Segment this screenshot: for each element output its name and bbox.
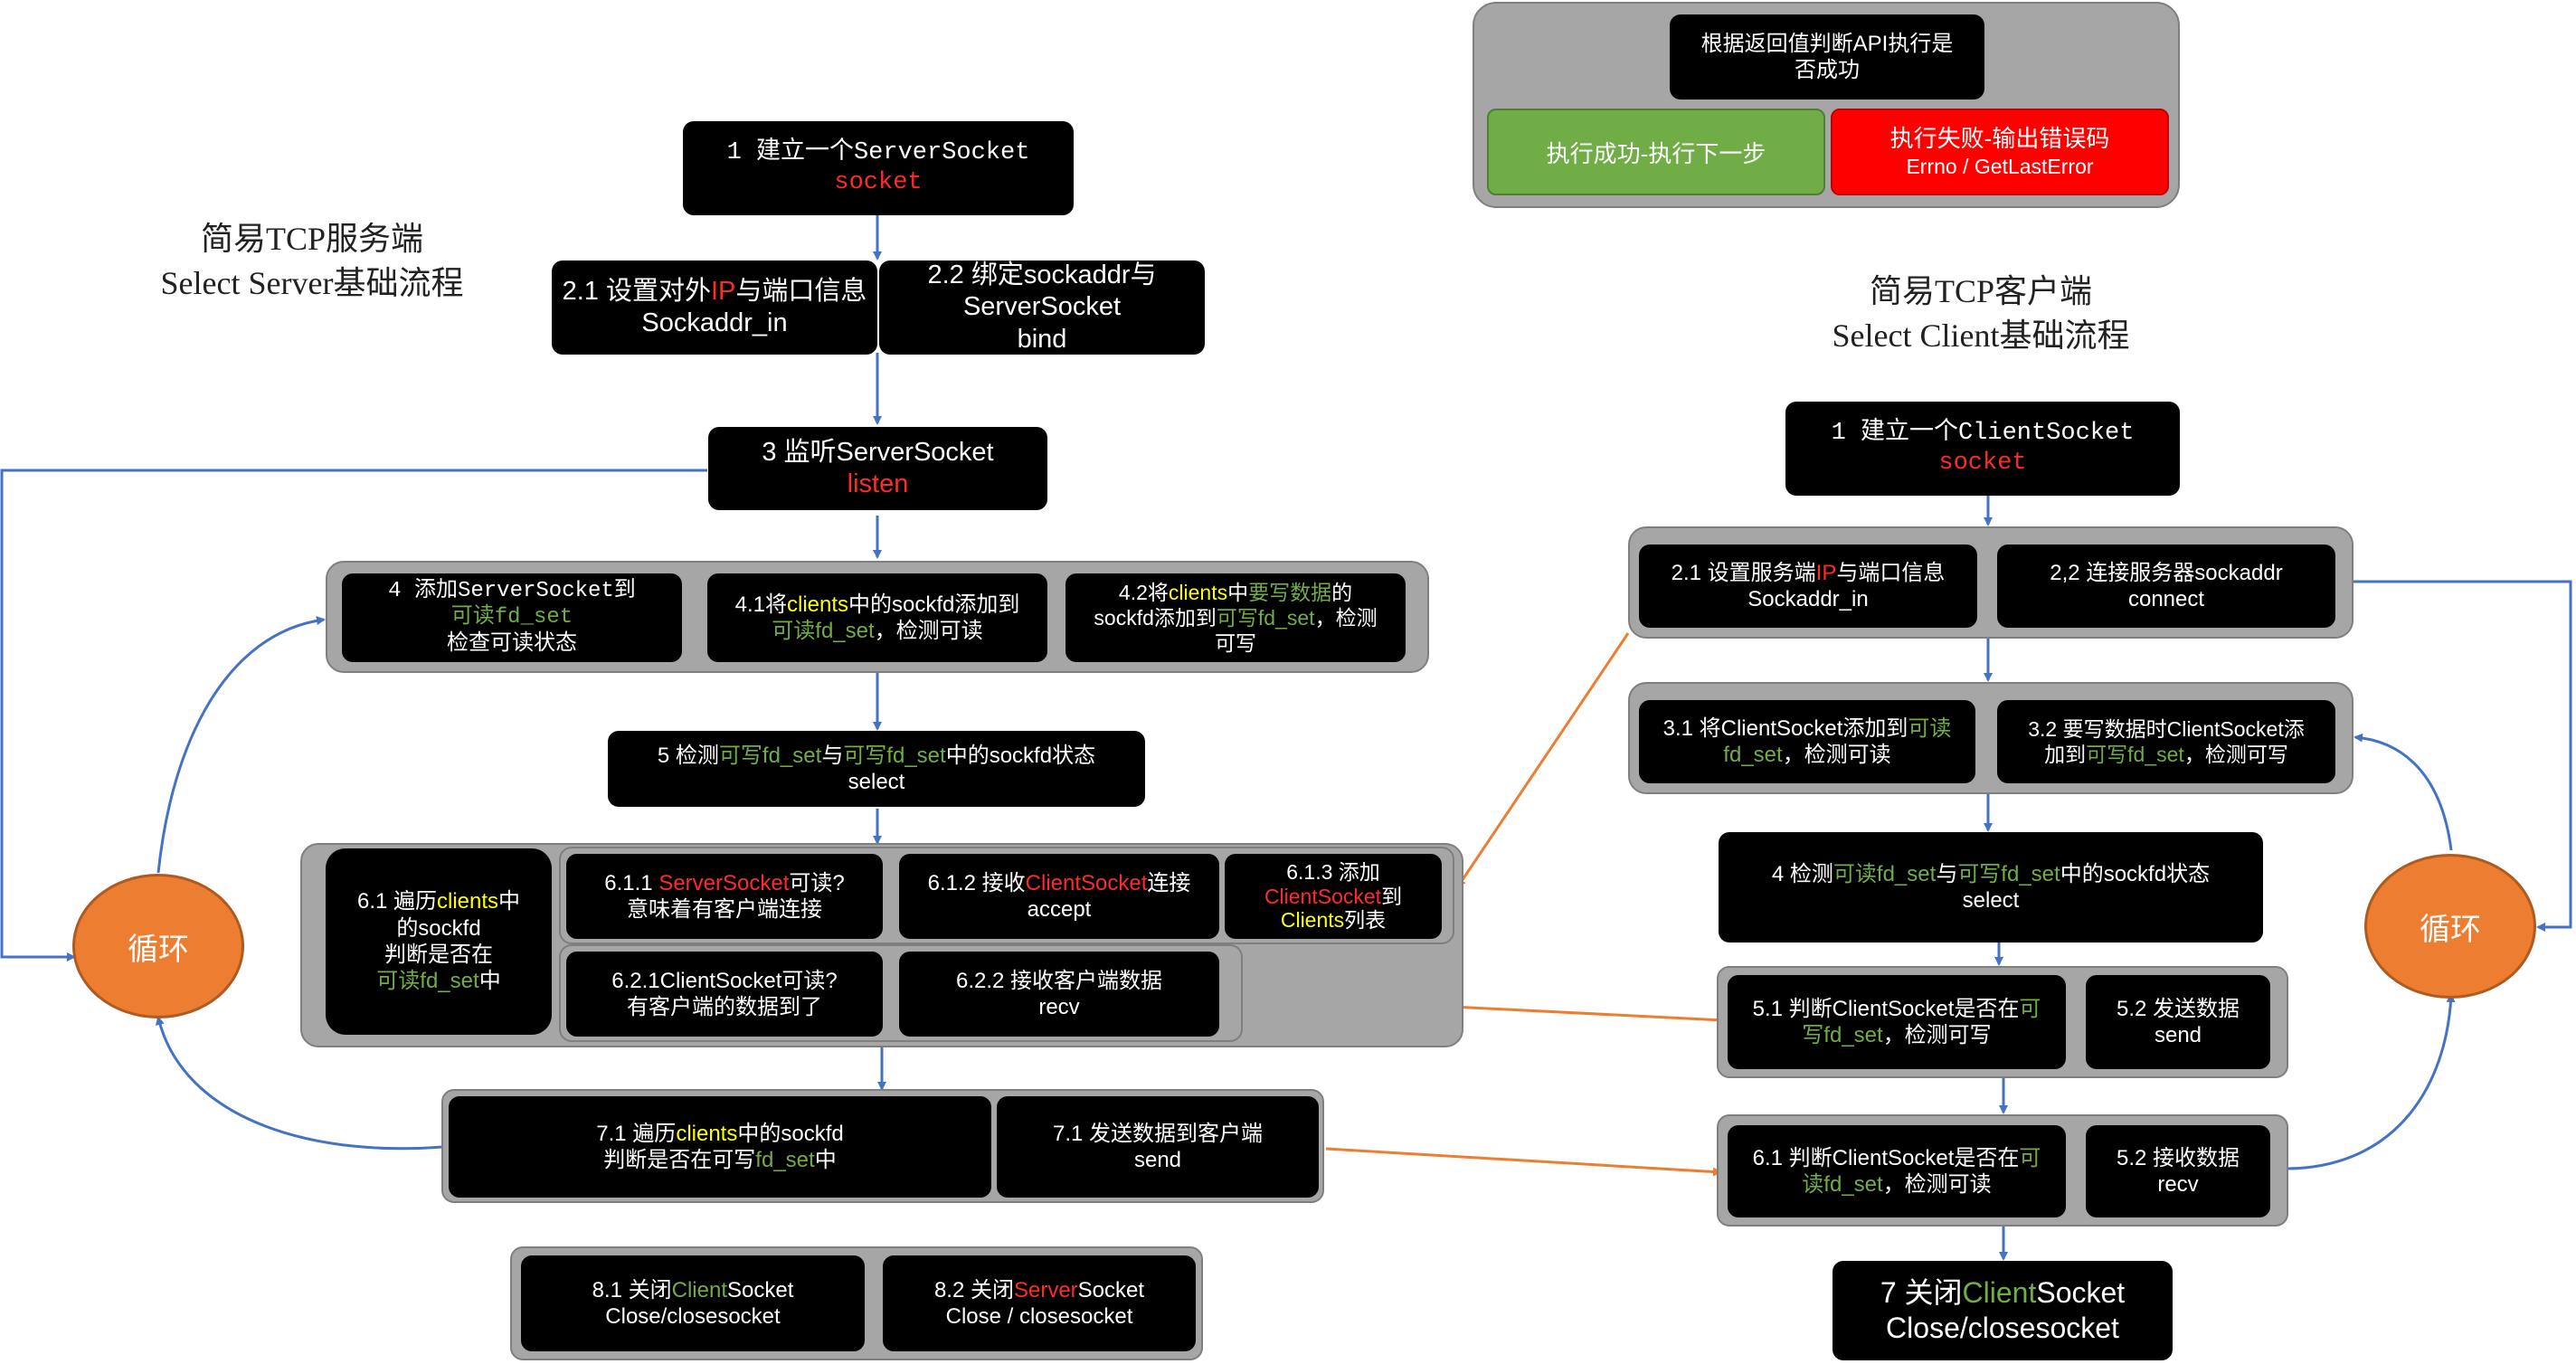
client-step-4-select: 4 检测可读fd_set与可写fd_set中的sockfd状态 select <box>1719 832 2263 942</box>
server-step-8-1-close-client: 8.1 关闭ClientSocket Close/closesocket <box>521 1255 865 1351</box>
server-step-2-1-sockaddr: 2.1 设置对外IP与端口信息 Sockaddr_in <box>552 260 877 355</box>
legend-success-box: 执行成功-执行下一步 <box>1487 109 1825 195</box>
client-step-2-1-sockaddr: 2.1 设置服务端IP与端口信息 Sockaddr_in <box>1639 545 1977 628</box>
server-loop-circle: 循环 <box>72 874 244 1018</box>
legend-check-box: 根据返回值判断API执行是否成功 <box>1670 14 1984 99</box>
server-step-4-1-add-clients-read: 4.1将clients中的sockfd添加到 可读fd_set，检测可读 <box>707 573 1047 662</box>
server-step-5-select: 5 检测可写fd_set与可写fd_set中的sockfd状态 select <box>608 731 1145 807</box>
server-step-6-1-3-add-to-clients: 6.1.3 添加 ClientSocket到 Clients列表 <box>1225 854 1442 939</box>
server-step-6-1-iterate-clients: 6.1 遍历clients中 的sockfd 判断是否在 可读fd_set中 <box>326 848 552 1035</box>
client-step-5-1-check-writable: 5.1 判断ClientSocket是否在可 写fd_set，检测可写 <box>1728 975 2066 1069</box>
server-step-8-2-close-server: 8.2 关闭ServerSocket Close / closesocket <box>883 1255 1196 1351</box>
server-step-6-1-1-serversocket-readable: 6.1.1 ServerSocket可读? 意味着有客户端连接 <box>566 854 883 939</box>
client-step-6-1-check-readable: 6.1 判断ClientSocket是否在可 读fd_set，检测可读 <box>1728 1125 2066 1217</box>
server-step-6-2-1-clientsocket-readable: 6.2.1ClientSocket可读?有客户端的数据到了 <box>566 952 883 1037</box>
client-step-3-2-add-write: 3.2 要写数据时ClientSocket添 加到可写fd_set，检测可写 <box>1997 700 2335 783</box>
client-loop-circle: 循环 <box>2364 854 2536 999</box>
client-step-7-close: 7 关闭ClientSocket Close/closesocket <box>1833 1261 2173 1360</box>
server-step-7-1-iterate-writable: 7.1 遍历clients中的sockfd 判断是否在可写fd_set中 <box>449 1096 991 1198</box>
server-step-4-2-add-clients-write: 4.2将clients中要写数据的 sockfd添加到可写fd_set，检测 可… <box>1065 573 1406 662</box>
client-step-3-1-add-read: 3.1 将ClientSocket添加到可读 fd_set，检测可读 <box>1639 700 1975 783</box>
server-step-6-1-2-accept: 6.1.2 接收ClientSocket连接 accept <box>899 854 1219 939</box>
